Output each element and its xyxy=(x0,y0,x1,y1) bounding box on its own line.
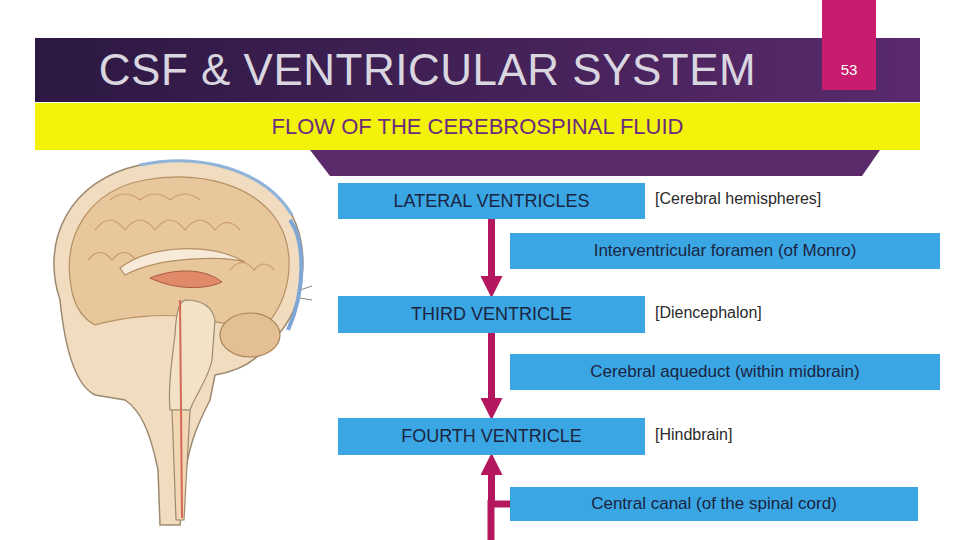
subtitle-band: FLOW OF THE CEREBROSPINAL FLUID xyxy=(35,103,920,150)
flow-arrow xyxy=(488,333,495,398)
node-text: THIRD VENTRICLE xyxy=(411,304,572,325)
brain-illustration xyxy=(54,161,312,525)
region-note: [Hindbrain] xyxy=(655,426,732,444)
page-number-tab xyxy=(822,0,876,90)
node-text: Cerebral aqueduct (within midbrain) xyxy=(590,362,859,382)
page-number: 53 xyxy=(822,0,876,90)
passage-box: Cerebral aqueduct (within midbrain) xyxy=(510,354,940,390)
ventricle-box: FOURTH VENTRICLE xyxy=(338,418,645,455)
node-text: FLOW OF THE CEREBROSPINAL FLUID xyxy=(272,114,684,140)
region-note: [Cerebral hemispheres] xyxy=(655,190,821,208)
node-text: LATERAL VENTRICLES xyxy=(393,191,589,212)
wedge-band xyxy=(310,150,880,176)
title-band xyxy=(35,38,920,102)
flow-arrow xyxy=(488,219,495,276)
passage-box: Central canal (of the spinal cord) xyxy=(510,487,918,521)
node-text: Interventricular foramen (of Monro) xyxy=(594,241,857,261)
passage-box: Interventricular foramen (of Monro) xyxy=(510,233,940,269)
node-text: FOURTH VENTRICLE xyxy=(401,426,582,447)
node-text: Central canal (of the spinal cord) xyxy=(591,494,837,514)
node-text: 53 xyxy=(841,61,858,78)
ventricle-box: THIRD VENTRICLE xyxy=(338,296,645,333)
flow-arrow xyxy=(492,475,511,504)
ventricle-box: LATERAL VENTRICLES xyxy=(338,183,645,219)
region-note: [Diencephalon] xyxy=(655,304,762,322)
slide-title: CSF & VENTRICULAR SYSTEM xyxy=(35,38,820,102)
